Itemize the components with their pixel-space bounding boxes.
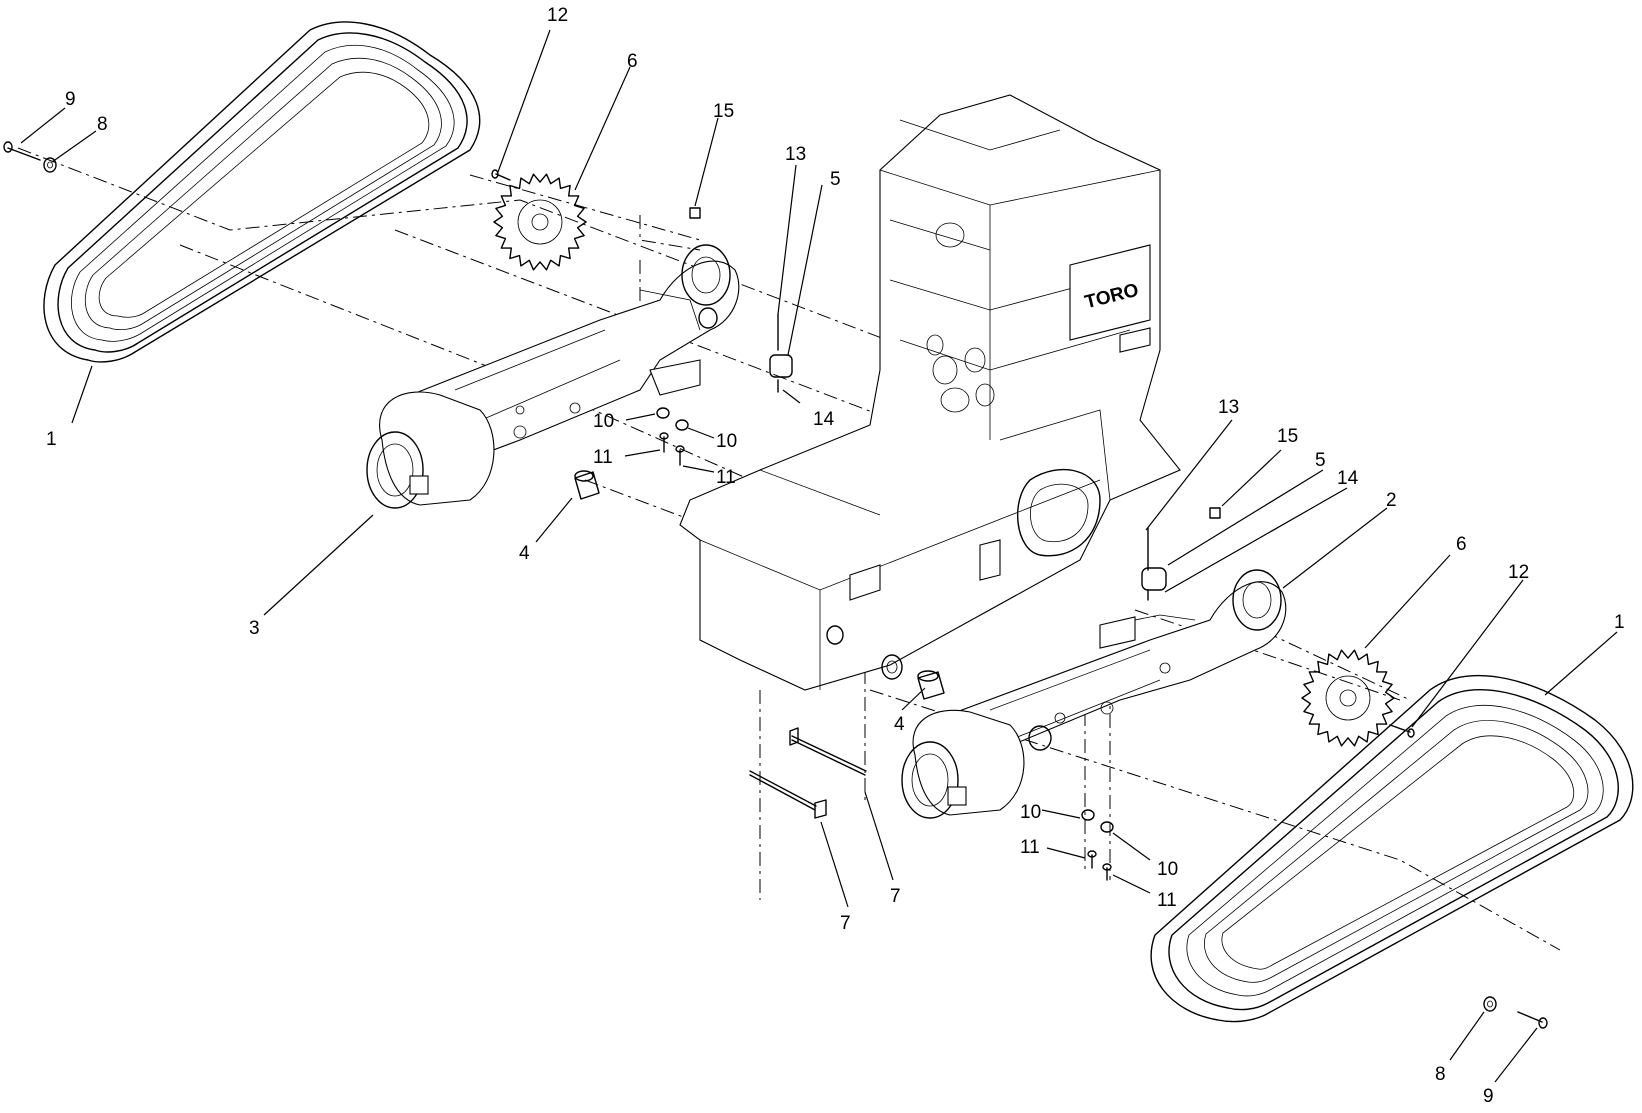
- leader-lines: [20, 29, 1618, 1083]
- callout-2: 2: [1386, 490, 1397, 511]
- callout-15-right: 15: [1277, 426, 1298, 447]
- left-track-frame-assembly: [366, 244, 740, 509]
- left-sprocket: [493, 173, 587, 271]
- callout-14-left: 14: [813, 409, 835, 430]
- callout-11-b: 11: [716, 467, 736, 488]
- callout-11-a: 11: [593, 447, 613, 468]
- right-sprocket: [1301, 649, 1395, 747]
- main-frame: TORO: [679, 94, 1181, 691]
- callout-1-left: 1: [46, 429, 57, 450]
- callout-4-right: 4: [894, 714, 905, 735]
- callout-9-right: 9: [1483, 1086, 1494, 1107]
- callout-7-b: 7: [890, 886, 901, 907]
- callout-5-right: 5: [1315, 450, 1326, 471]
- callout-11-c: 11: [1020, 837, 1040, 858]
- callout-14-right: 14: [1337, 468, 1359, 489]
- callout-labels: 9 8 12 6 15 13 5 14 1 3 4 10 10 11 11 13…: [46, 5, 1625, 1107]
- callout-12-left: 12: [547, 5, 568, 26]
- callout-8-left: 8: [97, 114, 108, 135]
- hardware: [3, 141, 1548, 1029]
- right-track-belt: [1150, 674, 1634, 1023]
- callout-5-left: 5: [830, 169, 841, 190]
- callout-8-right: 8: [1435, 1064, 1446, 1085]
- callout-6-right: 6: [1456, 534, 1467, 555]
- callout-13-right: 13: [1218, 397, 1239, 418]
- callout-10-b: 10: [716, 431, 737, 452]
- callout-4-left: 4: [519, 543, 530, 564]
- callout-3: 3: [249, 618, 260, 639]
- callout-15-left: 15: [713, 101, 734, 122]
- callout-13-left: 13: [785, 144, 806, 165]
- callout-1-right: 1: [1614, 612, 1625, 633]
- callout-10-c: 10: [1020, 802, 1041, 823]
- callout-9-left: 9: [65, 89, 76, 110]
- right-track-frame-assembly: [901, 569, 1287, 819]
- callout-12-right: 12: [1508, 562, 1529, 583]
- callout-7-a: 7: [840, 913, 851, 934]
- callout-10-a: 10: [593, 411, 614, 432]
- callout-10-d: 10: [1157, 859, 1178, 880]
- left-track-belt: [43, 21, 481, 363]
- callout-6-left: 6: [627, 51, 638, 72]
- callout-11-d: 11: [1157, 890, 1177, 911]
